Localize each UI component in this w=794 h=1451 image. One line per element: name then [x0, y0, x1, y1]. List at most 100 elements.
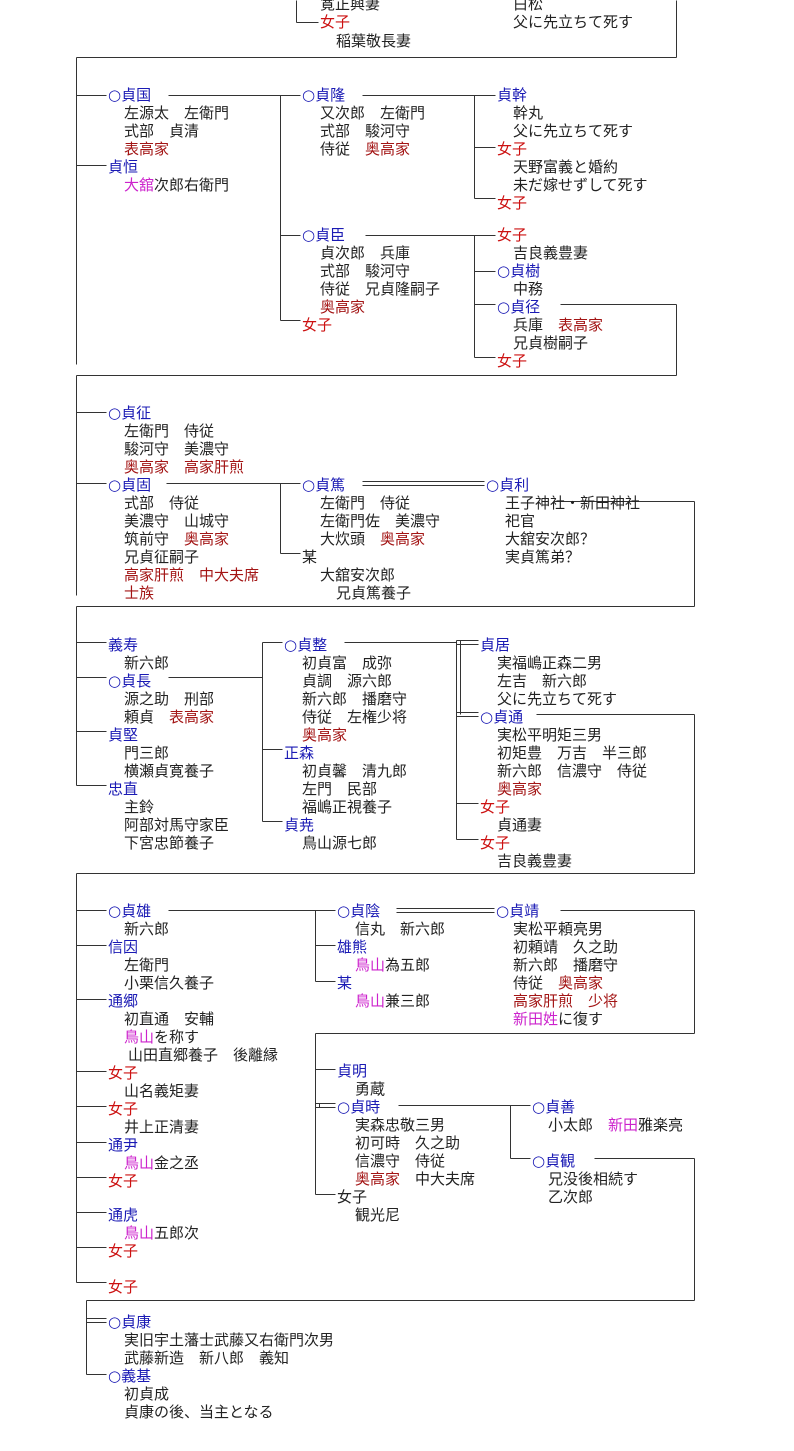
person-note: 式部 貞清: [124, 122, 199, 140]
text-segment: ○貞雄: [108, 902, 152, 920]
text-segment: 鳥山源七郎: [302, 834, 378, 852]
text-segment: 初可時 久之助: [355, 1134, 461, 1152]
text-segment: 女子: [108, 1278, 139, 1296]
person-note: 左衛門佐 美濃守: [320, 512, 440, 530]
text-segment: 阿部対馬守家臣: [124, 816, 230, 834]
person-note: 又次郎 左衛門: [320, 104, 425, 122]
person-name: 貞明: [337, 1062, 367, 1080]
text-segment: 大炊頭: [320, 530, 381, 548]
person-note: 阿部対馬守家臣: [124, 816, 229, 834]
person-note: 鳥山兼三郎: [355, 992, 430, 1010]
text-segment: 初貞富 成弥: [302, 654, 393, 672]
text-segment: 金之丞: [154, 1154, 200, 1172]
person-name: 貞幹: [497, 86, 527, 104]
text-segment: 初矩豊 万吉 半三郎: [497, 744, 648, 762]
person-name: ○貞長: [108, 672, 151, 690]
person-note: 白松: [513, 0, 543, 13]
text-segment: 式部 駿河守: [320, 262, 411, 280]
person-note: 式部 侍従: [124, 494, 199, 512]
person-note: 未だ嫁せずして死す: [513, 176, 648, 194]
person-note: 主鈴: [124, 798, 154, 816]
person-note: 幹丸: [513, 104, 543, 122]
person-name: 通尹: [108, 1136, 138, 1154]
person-note: 実松平頼亮男: [513, 920, 603, 938]
text-segment: 山名義矩妻: [124, 1082, 200, 1100]
text-segment: 式部 駿河守: [320, 122, 411, 140]
person-name: ○貞径: [497, 298, 540, 316]
text-segment: 鳥山: [124, 1154, 155, 1172]
text-segment: 女子: [497, 226, 528, 244]
person-note: 鳥山を称す: [124, 1028, 199, 1046]
text-segment: 初貞成: [124, 1385, 170, 1403]
text-segment: 奥高家 高家肝煎: [124, 458, 245, 476]
text-segment: 井上正清妻: [124, 1118, 200, 1136]
text-segment: 白松: [513, 0, 544, 13]
text-segment: 奥高家: [558, 974, 604, 992]
text-segment: 実貞篤弟？: [505, 548, 581, 566]
text-segment: 又次郎 左衛門: [320, 104, 426, 122]
person-note: 左吉 新六郎: [497, 672, 587, 690]
text-segment: 表高家: [124, 140, 170, 158]
text-segment: ○義基: [108, 1367, 152, 1385]
text-segment: ○貞国: [108, 86, 152, 104]
daughter-label: 女子: [108, 1242, 138, 1260]
text-segment: 雄熊: [337, 938, 368, 956]
text-segment: 左衛門: [124, 956, 170, 974]
text-segment: 横瀬貞寛養子: [124, 762, 215, 780]
text-segment: 観光尼: [355, 1206, 401, 1224]
text-segment: 通郷: [108, 992, 139, 1010]
text-segment: 信因: [108, 938, 139, 956]
person-note: 信丸 新六郎: [355, 920, 445, 938]
text-segment: 貞通妻: [497, 816, 543, 834]
person-name: ○貞雄: [108, 902, 151, 920]
text-segment: 鳥山: [355, 956, 386, 974]
person-note: 大舘安次郎？: [505, 530, 595, 548]
person-note: 信濃守 侍従: [355, 1152, 445, 1170]
person-note: 侍従 兄貞隆嗣子: [320, 280, 440, 298]
person-name: ○貞通: [480, 708, 523, 726]
text-segment: 吉良義豊妻: [513, 244, 589, 262]
text-segment: 貞幹: [497, 86, 528, 104]
text-segment: 左衛門 侍従: [124, 422, 215, 440]
person-note: 兄貞篤養子: [336, 584, 411, 602]
text-segment: 小栗信久養子: [124, 974, 215, 992]
text-segment: ○貞長: [108, 672, 152, 690]
person-name: 正森: [284, 744, 314, 762]
text-segment: 忠直: [108, 780, 139, 798]
text-segment: 兼三郎: [385, 992, 431, 1010]
text-segment: 貞調 源六郎: [302, 672, 393, 690]
text-segment: 貞康の後、当主となる: [124, 1403, 274, 1421]
person-note: 貞調 源六郎: [302, 672, 392, 690]
text-segment: 新六郎 信濃守 侍従: [497, 762, 648, 780]
text-segment: 高家肝煎 少将: [513, 992, 619, 1010]
text-segment: 通虎: [108, 1206, 139, 1224]
text-segment: 貞明: [337, 1062, 368, 1080]
person-note: 侍従 奥高家: [513, 974, 603, 992]
text-segment: 福嶋正視養子: [302, 798, 393, 816]
person-note: 源之助 刑部: [124, 690, 214, 708]
text-segment: ○貞陰: [337, 902, 381, 920]
person-note: 侍従 奥高家: [320, 140, 410, 158]
text-segment: 表高家: [558, 316, 604, 334]
text-segment: 左衛門佐 美濃守: [320, 512, 441, 530]
text-segment: に復す: [558, 1010, 604, 1028]
person-note: 中務: [513, 280, 543, 298]
text-segment: 貞恒: [108, 158, 139, 176]
text-segment: 信濃守 侍従: [355, 1152, 446, 1170]
daughter-label: 女子: [497, 226, 527, 244]
person-note: 新六郎 播磨守: [302, 690, 407, 708]
person-note: 実旧宇土藩士武藤又右衛門次男: [124, 1331, 334, 1349]
person-note: 大炊頭 奥高家: [320, 530, 425, 548]
person-name: ○貞時: [337, 1098, 380, 1116]
text-segment: 奥高家: [365, 140, 411, 158]
person-note: 実松平明矩三男: [497, 726, 602, 744]
text-segment: 乙次郎: [548, 1188, 594, 1206]
text-segment: 初頼靖 久之助: [513, 938, 619, 956]
text-segment: 初貞馨 清九郎: [302, 762, 408, 780]
text-segment: 為五郎: [385, 956, 431, 974]
text-segment: 表高家: [169, 708, 215, 726]
text-segment: 女子: [497, 194, 528, 212]
text-segment: 奥高家: [302, 726, 348, 744]
person-note: 小栗信久養子: [124, 974, 214, 992]
text-segment: ○貞篤: [302, 476, 346, 494]
